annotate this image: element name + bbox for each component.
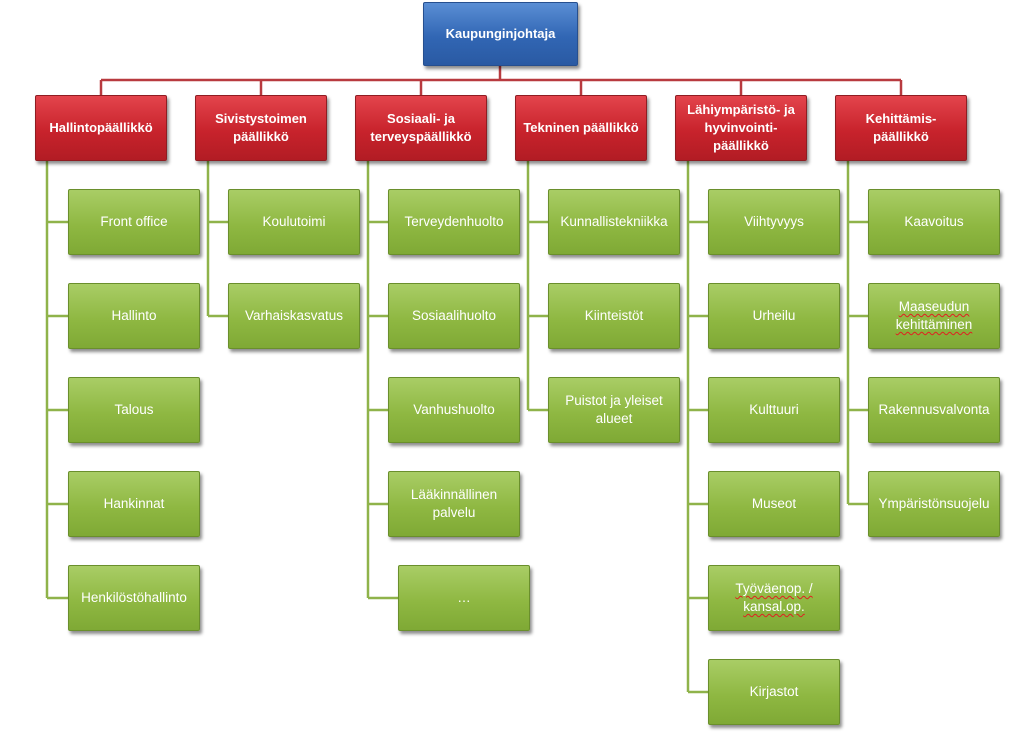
unit-box: Kaavoitus — [868, 189, 1000, 255]
unit-label: Museot — [751, 496, 797, 511]
unit-box: … — [398, 565, 530, 631]
unit-label: Puistot ja yleiset alueet — [565, 393, 663, 426]
unit-box: Kulttuuri — [708, 377, 840, 443]
unit-label: Varhaiskasvatus — [244, 308, 344, 323]
unit-label: … — [457, 590, 471, 605]
unit-label: Kulttuuri — [749, 402, 799, 417]
unit-box: Koulutoimi — [228, 189, 360, 255]
unit-box: Ympäristönsuojelu — [868, 471, 1000, 537]
unit-label: Hallinto — [111, 308, 157, 323]
department-box-3: Sosiaali- ja terveyspäällikkö — [355, 95, 487, 161]
department-label: Sivistystoimen päällikkö — [215, 111, 307, 144]
unit-box: Kunnallistekniikka — [548, 189, 680, 255]
unit-label: Vanhushuolto — [413, 402, 495, 417]
department-box-4: Tekninen päällikkö — [515, 95, 647, 161]
unit-box: Kirjastot — [708, 659, 840, 725]
department-label: Lähiympäristö- ja hyvinvointi-päällikkö — [687, 102, 795, 153]
unit-box: Kiinteistöt — [548, 283, 680, 349]
unit-box: Varhaiskasvatus — [228, 283, 360, 349]
unit-box: Sosiaalihuolto — [388, 283, 520, 349]
unit-box: Rakennusvalvonta — [868, 377, 1000, 443]
unit-box: Front office — [68, 189, 200, 255]
unit-label: Hankinnat — [103, 496, 165, 511]
department-box-2: Sivistystoimen päällikkö — [195, 95, 327, 161]
unit-label: Viihtyvyys — [744, 214, 804, 229]
unit-box: Henkilöstöhallinto — [68, 565, 200, 631]
unit-label: Kunnallistekniikka — [560, 214, 668, 229]
unit-box: Työväenop. / kansal.op. — [708, 565, 840, 631]
root-label: Kaupunginjohtaja — [445, 26, 556, 41]
department-label: Hallintopäällikkö — [49, 120, 153, 135]
unit-label: Terveydenhuolto — [404, 214, 504, 229]
unit-label: Henkilöstöhallinto — [81, 590, 187, 605]
unit-label: Kiinteistöt — [584, 308, 644, 323]
unit-box: Talous — [68, 377, 200, 443]
unit-label: Front office — [100, 214, 168, 229]
unit-box: Vanhushuolto — [388, 377, 520, 443]
unit-box: Puistot ja yleiset alueet — [548, 377, 680, 443]
unit-box: Urheilu — [708, 283, 840, 349]
unit-box: Lääkinnällinen palvelu — [388, 471, 520, 537]
department-box-6: Kehittämis-päällikkö — [835, 95, 967, 161]
unit-label: Lääkinnällinen palvelu — [410, 487, 498, 520]
unit-box: Terveydenhuolto — [388, 189, 520, 255]
unit-box: Maaseudun kehittäminen — [868, 283, 1000, 349]
unit-label: Työväenop. / kansal.op. — [735, 581, 813, 614]
unit-box: Hallinto — [68, 283, 200, 349]
unit-box: Viihtyvyys — [708, 189, 840, 255]
department-label: Kehittämis-päällikkö — [865, 111, 937, 144]
unit-label: Kirjastot — [749, 684, 799, 699]
unit-label: Maaseudun kehittäminen — [895, 299, 973, 332]
department-label: Sosiaali- ja terveyspäällikkö — [370, 111, 472, 144]
unit-label: Rakennusvalvonta — [878, 402, 990, 417]
unit-box: Museot — [708, 471, 840, 537]
unit-label: Koulutoimi — [262, 214, 326, 229]
unit-box: Hankinnat — [68, 471, 200, 537]
department-box-5: Lähiympäristö- ja hyvinvointi-päällikkö — [675, 95, 807, 161]
unit-label: Urheilu — [752, 308, 796, 323]
department-label: Tekninen päällikkö — [523, 120, 639, 135]
unit-label: Kaavoitus — [904, 214, 964, 229]
unit-label: Sosiaalihuolto — [411, 308, 497, 323]
department-box-1: Hallintopäällikkö — [35, 95, 167, 161]
unit-label: Ympäristönsuojelu — [878, 496, 990, 511]
unit-label: Talous — [114, 402, 154, 417]
root-box-kaupunginjohtaja: Kaupunginjohtaja — [423, 2, 578, 66]
